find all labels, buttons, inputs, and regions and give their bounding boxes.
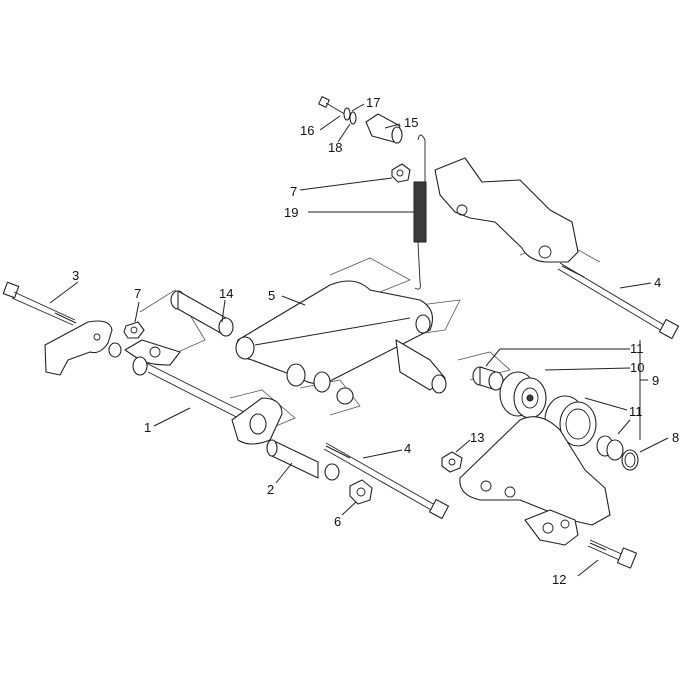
callout-5: 5 (268, 288, 275, 303)
bushing-11-lower (596, 435, 624, 461)
spring-19 (413, 134, 427, 290)
callout-10: 10 (630, 360, 644, 375)
nut-7-upper (391, 163, 411, 183)
nut-6 (349, 479, 373, 505)
washer-17-18 (343, 107, 357, 125)
nut-7-left (123, 321, 145, 339)
callout-11-lower: 11 (629, 404, 643, 419)
sleeve-14 (170, 290, 234, 337)
callout-1: 1 (144, 420, 151, 435)
callout-19: 19 (284, 205, 298, 220)
bolt-3 (2, 281, 77, 326)
callout-4-lower: 4 (404, 441, 411, 456)
callout-9: 9 (652, 373, 659, 388)
callout-3: 3 (72, 268, 79, 283)
callout-7-upper: 7 (290, 184, 297, 199)
bumper-15 (365, 113, 403, 144)
upper-rear-bracket (434, 157, 579, 263)
callout-16: 16 (300, 123, 314, 138)
bushing-11-upper (472, 366, 504, 391)
callout-2: 2 (267, 482, 274, 497)
bearing-10 (499, 371, 547, 419)
callout-numbers: 3 7 14 5 1 2 6 4 4 7 19 16 18 17 15 11 1… (72, 95, 679, 587)
pin-2 (266, 439, 340, 481)
bolt-12 (587, 539, 638, 569)
callout-4-upper: 4 (654, 275, 661, 290)
callout-15: 15 (404, 115, 418, 130)
nut-13 (441, 451, 463, 473)
spacer-left (108, 342, 122, 358)
callout-8: 8 (672, 430, 679, 445)
long-bolt-4-lower (323, 442, 450, 520)
leader-lines (49, 103, 669, 577)
callout-12: 12 (552, 572, 566, 587)
callout-13: 13 (470, 430, 484, 445)
callout-11-upper: 11 (630, 341, 644, 356)
callout-18: 18 (328, 140, 342, 155)
left-hanger-bracket (44, 320, 113, 376)
callout-7-left: 7 (134, 286, 141, 301)
callout-6: 6 (334, 514, 341, 529)
right-lower-bracket (459, 416, 611, 546)
circlip-8 (621, 449, 639, 471)
long-bolt-4-upper (557, 262, 680, 340)
callout-17: 17 (366, 95, 380, 110)
callout-14: 14 (219, 286, 233, 301)
main-shaft-1 (124, 339, 283, 445)
linkage-plate-5 (235, 280, 447, 405)
